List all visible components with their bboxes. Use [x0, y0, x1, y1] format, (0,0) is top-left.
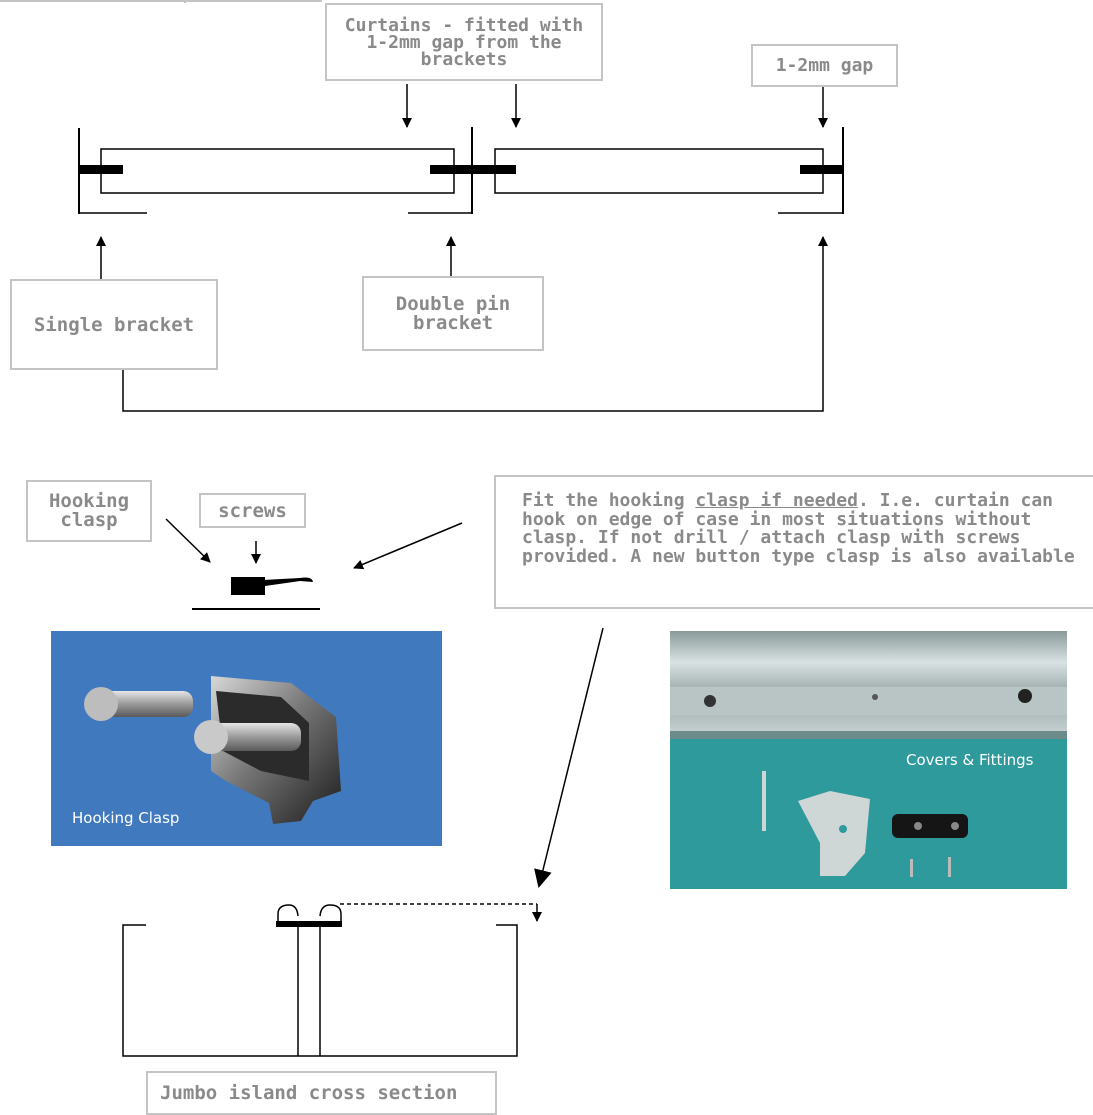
- curtains-label-line-2: 1-2mm gap from the: [366, 31, 562, 53]
- gap-label-text: 1-2mm gap: [775, 55, 874, 76]
- hooking-clasp-line-1: Hooking: [48, 490, 130, 512]
- curtains-label-line-1: Curtains - fitted with: [344, 14, 584, 36]
- curtain-assembly: [78, 127, 844, 214]
- single-bracket-text: Single bracket: [33, 313, 195, 336]
- long-arrow: [534, 627, 604, 888]
- hooking-clasp-line-2: clasp: [60, 509, 118, 531]
- covers-fittings-photo: Covers & Fittings: [670, 631, 1067, 889]
- clasp-profile: [165, 518, 463, 610]
- screws-label: screws: [199, 493, 306, 528]
- hooking-clasp-label: Hooking clasp: [26, 480, 152, 542]
- covers-fittings-illustration: [670, 631, 1067, 877]
- double-pin-line-1: Double pin: [395, 292, 511, 315]
- fit-note-underlined: clasp if needed: [695, 490, 858, 511]
- hooking-clasp-illustration: [84, 676, 341, 824]
- bracket-arrows: [96, 236, 828, 412]
- fit-note-rest: . I.e. curtain can hook on edge of case …: [522, 490, 1075, 567]
- screws-text: screws: [218, 499, 287, 522]
- hooking-clasp-photo: Hooking Clasp: [51, 631, 442, 846]
- cross-section-drawing: [122, 903, 542, 1057]
- fit-note-lead: Fit the hooking: [522, 490, 696, 511]
- jumbo-island-text: Jumbo island cross section: [160, 1082, 458, 1104]
- jumbo-island-label: Jumbo island cross section: [146, 1071, 497, 1115]
- curtains-gap-label: Curtains - fitted with 1-2mm gap from th…: [325, 3, 603, 81]
- double-pin-bracket-label: Double pin bracket: [362, 276, 544, 351]
- double-pin-line-2: bracket: [412, 311, 494, 334]
- single-bracket-label: Single bracket: [10, 279, 218, 370]
- hooking-clasp-caption: Hooking Clasp: [72, 809, 180, 827]
- covers-fittings-caption: Covers & Fittings: [906, 751, 1034, 769]
- top-arrows: [402, 84, 828, 128]
- fit-clasp-note: Fit the hooking clasp if needed. I.e. cu…: [494, 475, 1093, 609]
- top-left-frame: [0, 0, 322, 3]
- gap-label: 1-2mm gap: [751, 44, 898, 87]
- curtains-label-line-3: brackets: [420, 48, 508, 70]
